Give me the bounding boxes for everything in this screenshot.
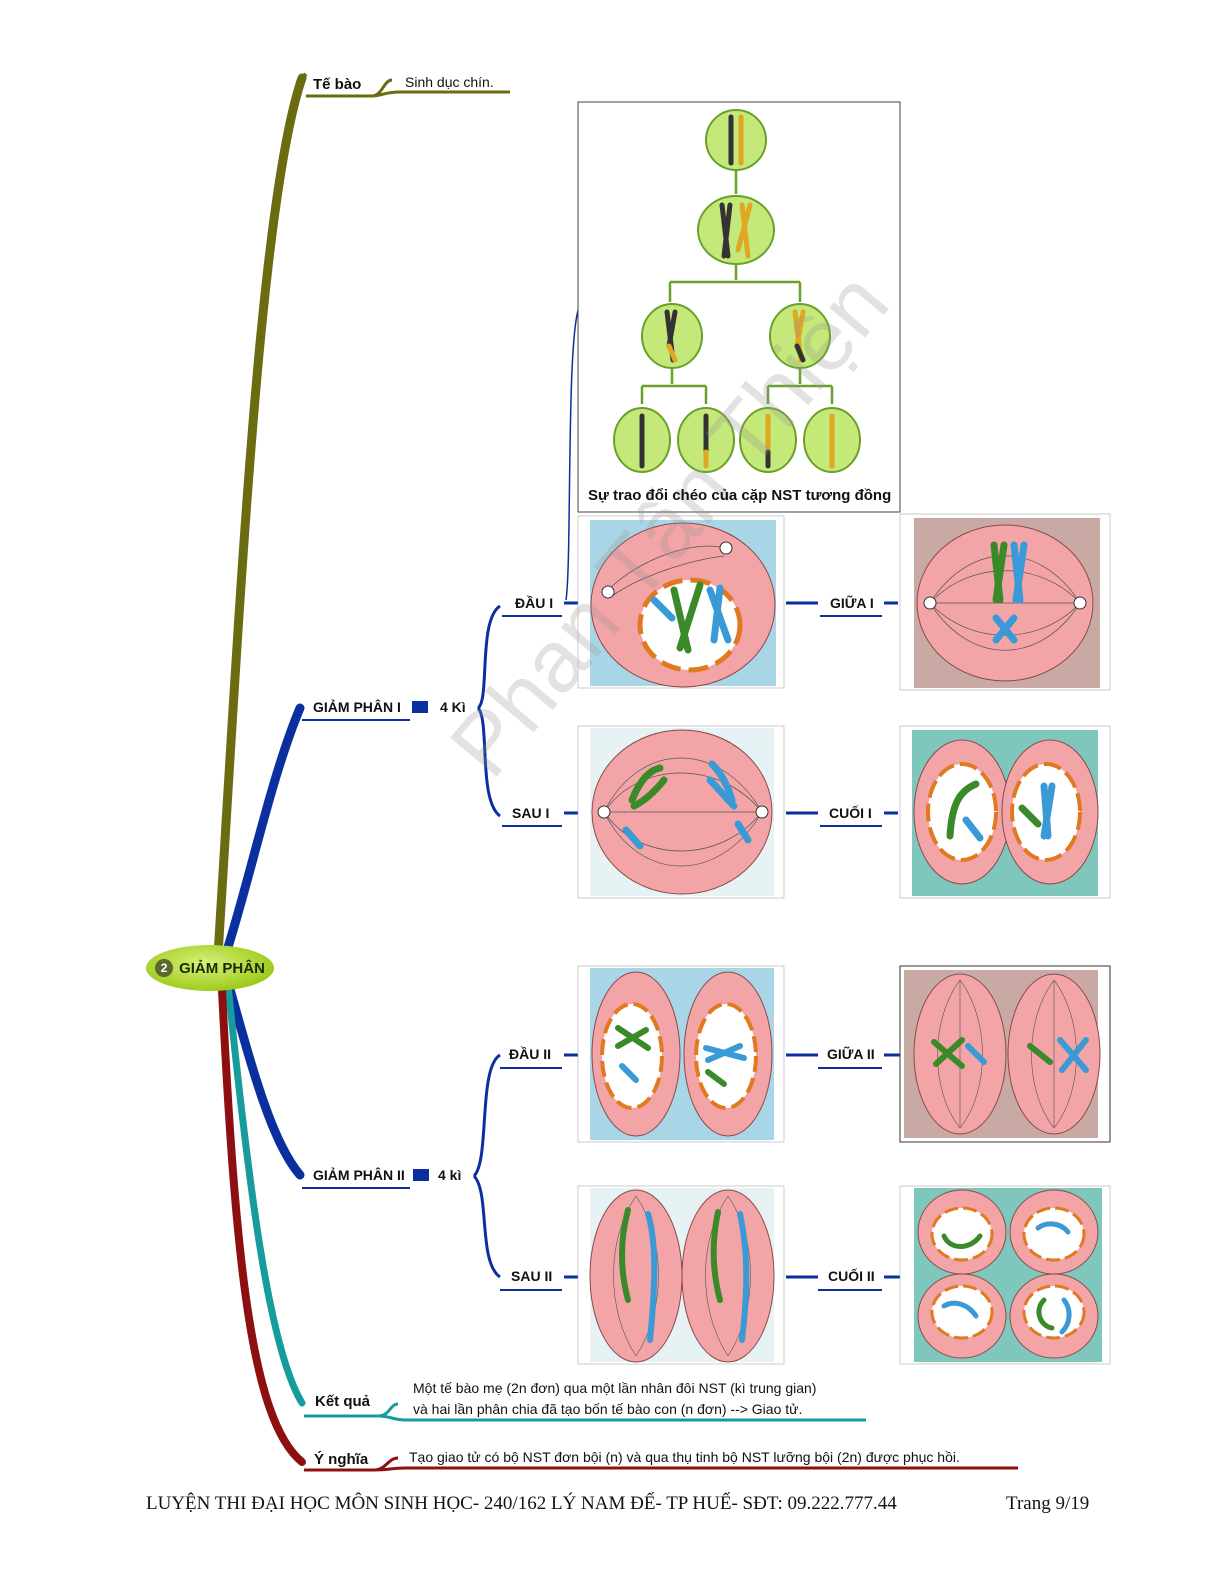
gp2-prophase-label[interactable]: ĐẦU II — [509, 1046, 551, 1062]
ket-qua-line-1: Một tế bào mẹ (2n đơn) qua một lần nhân … — [413, 1380, 817, 1396]
gp2-telophase-label[interactable]: CUỐI II — [828, 1268, 875, 1284]
root-label: GIẢM PHÂN — [179, 959, 265, 977]
branch-gp2 — [221, 970, 305, 1180]
gp1-anaphase-label[interactable]: SAU I — [512, 805, 550, 821]
ket-qua-line-2: và hai lần phân chia đã tạo bốn tế bào c… — [413, 1401, 803, 1417]
root-number-badge: 2 — [155, 959, 174, 977]
branch-gp1 — [219, 703, 305, 965]
anaphase-ii-image — [577, 1185, 785, 1365]
metaphase-ii-image — [899, 965, 1111, 1143]
anaphase-i-image — [577, 725, 785, 899]
branch-te-bao — [213, 73, 307, 960]
te-bao-note: Sinh dục chín. — [405, 74, 494, 90]
ket-qua-label[interactable]: Kết quả — [315, 1393, 371, 1410]
gp2-anaphase-label[interactable]: SAU II — [511, 1268, 553, 1284]
y-nghia-label[interactable]: Ý nghĩa — [314, 1451, 369, 1468]
gp1-label[interactable]: GIẢM PHÂN I — [313, 699, 401, 715]
telophase-i-image — [899, 725, 1111, 899]
gp1-telophase-label[interactable]: CUỐI I — [829, 805, 872, 821]
branch-ket-qua — [224, 981, 306, 1407]
telophase-ii-image — [899, 1185, 1111, 1365]
y-nghia-note: Tạo giao tử có bộ NST đơn bội (n) và qua… — [409, 1449, 960, 1465]
footer-text: LUYỆN THI ĐẠI HỌC MÔN SINH HỌC- 240/162 … — [146, 1493, 897, 1514]
te-bao-label[interactable]: Tế bào — [313, 76, 362, 93]
branch-y-nghia — [218, 986, 306, 1466]
crossover-diagram — [577, 101, 901, 513]
gp1-prophase-label[interactable]: ĐẦU I — [515, 595, 554, 611]
prophase-i-image — [577, 515, 785, 689]
metaphase-i-image — [899, 513, 1111, 691]
prophase-ii-image — [577, 965, 785, 1143]
gp2-count: 4 kì — [438, 1167, 462, 1183]
gp2-metaphase-label[interactable]: GIỮA II — [827, 1046, 875, 1062]
gp2-label[interactable]: GIẢM PHÂN II — [313, 1167, 405, 1183]
gp1-count: 4 Kì — [440, 699, 466, 715]
root-node[interactable]: 2 GIẢM PHÂN — [146, 945, 274, 991]
gp1-metaphase-label[interactable]: GIỮA I — [830, 595, 874, 611]
page-number: Trang 9/19 — [1006, 1493, 1090, 1514]
page-footer: LUYỆN THI ĐẠI HỌC MÔN SINH HỌC- 240/162 … — [146, 1493, 1089, 1515]
crossover-caption: Sự trao đổi chéo của cặp NST tương đồng — [588, 487, 892, 504]
